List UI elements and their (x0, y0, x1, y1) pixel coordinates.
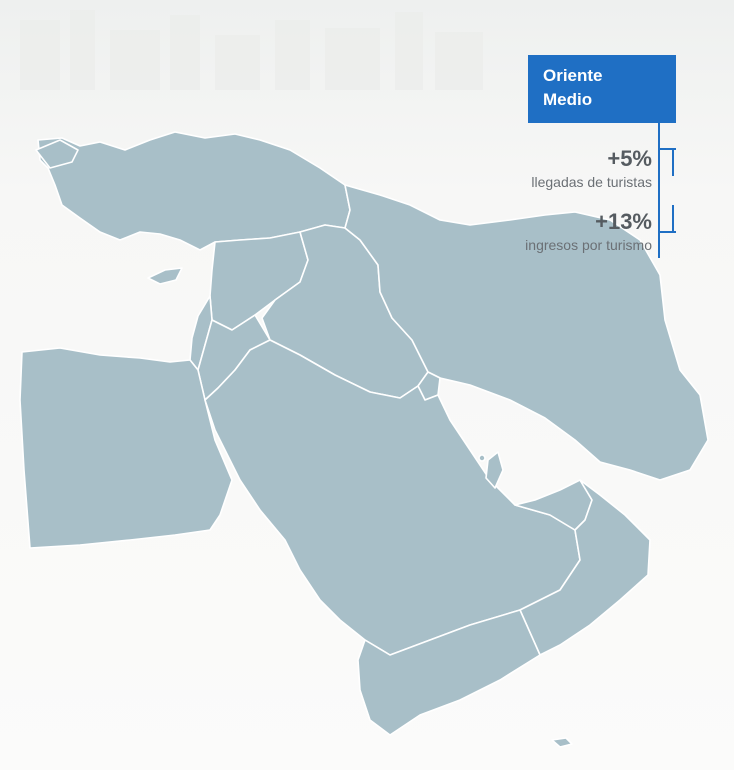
country-turkey-thrace (35, 139, 79, 169)
country-qatar (485, 451, 504, 489)
stat-value-revenue: +13% (595, 209, 652, 234)
country-yemen (357, 609, 541, 736)
connector-vertical (658, 123, 660, 258)
region-name-line1: Oriente (543, 66, 603, 85)
connector-tick-1-top (658, 148, 676, 150)
stat-value-arrivals: +5% (607, 146, 652, 171)
stat-label-arrivals: llegadas de turistas (531, 174, 652, 190)
country-egypt (19, 347, 233, 549)
connector-tick-2-bottom (658, 231, 676, 233)
connector-tick-1-mid (672, 148, 674, 176)
country-oman (519, 479, 651, 656)
island-bahrain (478, 454, 486, 462)
stat-label-revenue: ingresos por turismo (525, 237, 652, 253)
region-title-box: Oriente Medio (528, 55, 676, 123)
island-socotra (551, 737, 573, 748)
island-cyprus (147, 267, 183, 285)
country-iran (344, 184, 709, 481)
connector-tick-2-mid (672, 205, 674, 233)
region-name-line2: Medio (543, 90, 593, 109)
